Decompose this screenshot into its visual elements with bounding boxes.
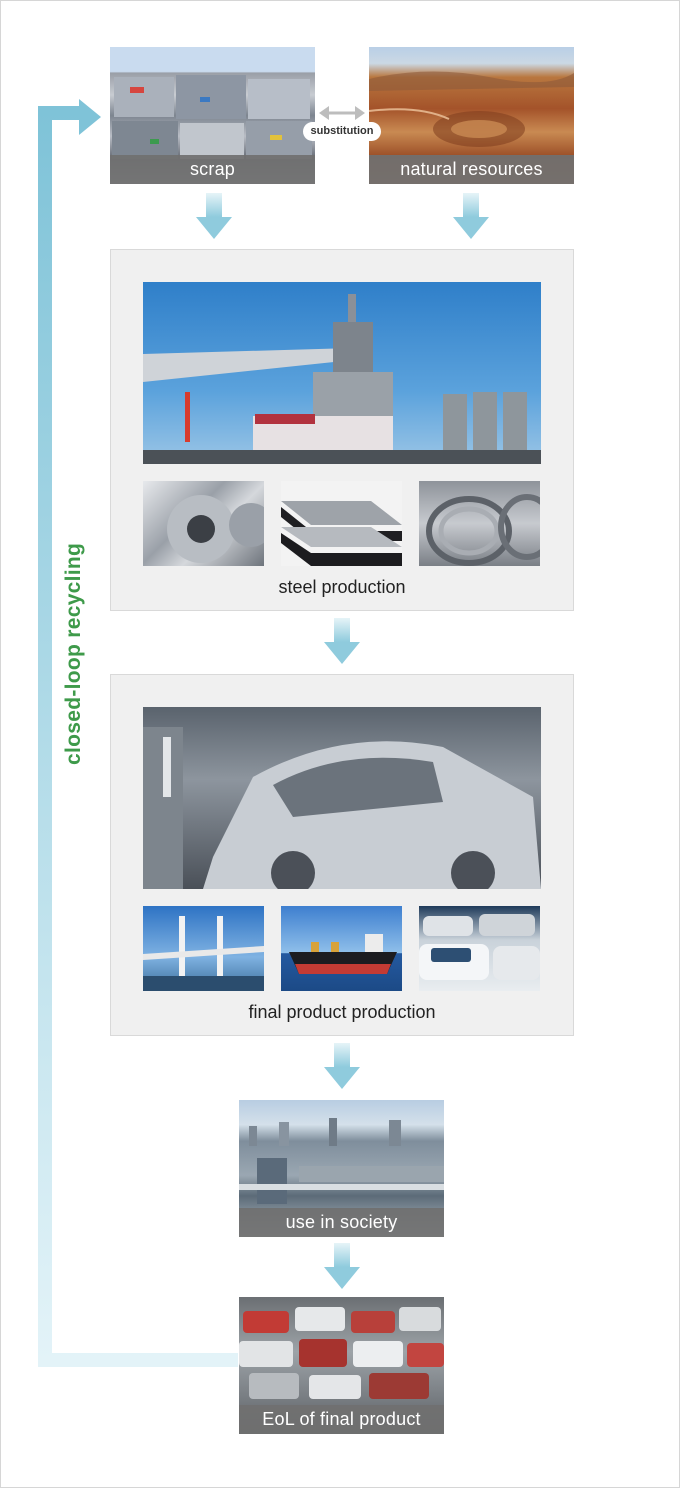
final-product-production-label: final product production: [111, 1002, 573, 1023]
cars-icon: [419, 906, 540, 991]
steel-plant-image: [143, 282, 541, 464]
scrap-caption: scrap: [110, 155, 315, 184]
bridge-image: [143, 906, 264, 991]
use-in-society-caption: use in society: [239, 1208, 444, 1237]
down-arrow-icon: [324, 1243, 360, 1289]
down-arrow-icon: [324, 1043, 360, 1089]
bridge-icon: [143, 906, 264, 991]
down-arrow-icon: [196, 193, 232, 239]
eol-caption: EoL of final product: [239, 1405, 444, 1434]
natural-resources-caption: natural resources: [369, 155, 574, 184]
wire-coil-icon: [419, 481, 540, 566]
scrapped-cars-image: EoL of final product: [239, 1297, 444, 1434]
down-arrow-icon: [324, 618, 360, 664]
ship-icon: [281, 906, 402, 991]
coil-icon: [143, 481, 264, 566]
parked-cars-image: [419, 906, 540, 991]
down-arrow-icon: [453, 193, 489, 239]
car-frame-icon: [143, 707, 541, 889]
steel-production-label: steel production: [111, 577, 573, 598]
scrap-image: scrap: [110, 47, 315, 184]
loop-label: closed-loop recycling: [62, 543, 86, 765]
substitution-badge: substitution: [303, 122, 381, 141]
steel-plate-image: [281, 481, 402, 566]
plate-icon: [281, 481, 402, 566]
steel-coil-image: [143, 481, 264, 566]
steel-production-panel: steel production: [110, 249, 574, 611]
car-body-image: [143, 707, 541, 889]
city-image: use in society: [239, 1100, 444, 1237]
blast-furnace-icon: [143, 282, 541, 464]
loop-arrow-head: [79, 99, 101, 135]
ship-image: [281, 906, 402, 991]
natural-resources-image: natural resources: [369, 47, 574, 184]
wire-rod-image: [419, 481, 540, 566]
final-product-production-panel: final product production: [110, 674, 574, 1036]
substitution-arrow: [319, 105, 365, 121]
